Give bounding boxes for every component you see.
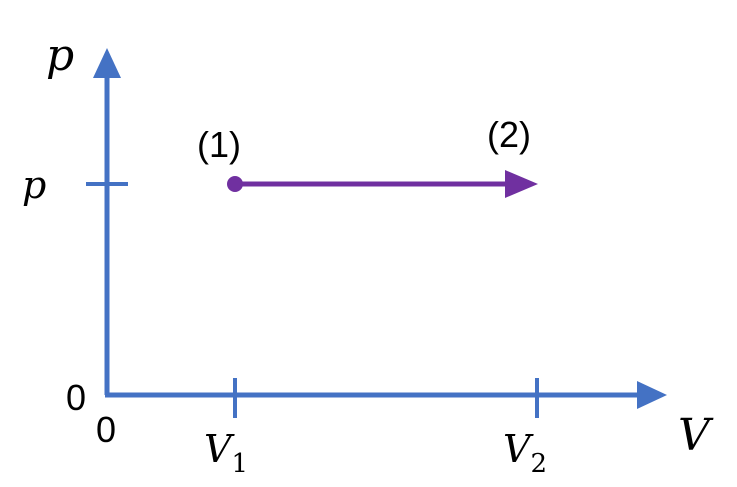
origin-y-label: 0 [66,377,86,418]
origin-x-label: 0 [96,409,116,450]
v1-subscript: 1 [231,449,248,479]
v2-main: V [503,427,534,471]
v2-subscript: 2 [530,449,547,479]
x-axis-label: V [678,410,714,461]
v2-tick-label: V2 [503,427,547,479]
process-arrowhead [505,170,538,198]
y-axis-arrowhead [93,48,121,78]
v1-main: V [204,427,235,471]
state-1-label: (1) [197,124,241,165]
x-axis-arrowhead [637,381,667,409]
v1-tick-label: V1 [204,427,248,479]
p-tick-label: p [22,163,46,207]
y-axis-label: p [46,30,74,81]
state-1-point [227,176,243,192]
state-2-label: (2) [487,114,531,155]
